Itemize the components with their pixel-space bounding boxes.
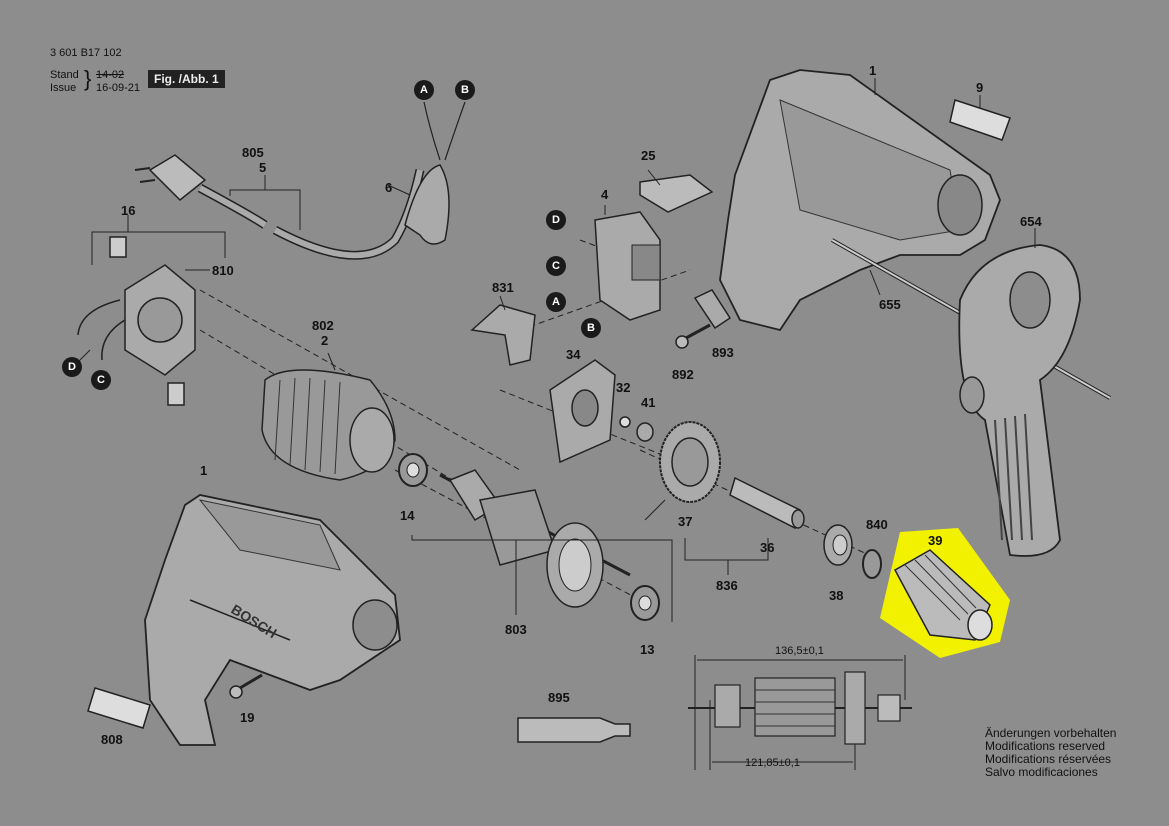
part-label-655: 655 <box>879 297 901 312</box>
part-label-840: 840 <box>866 517 888 532</box>
dimension-top: 136,5±0,1 <box>775 645 824 657</box>
doc-number: 3 601 B17 102 <box>50 47 122 59</box>
part-label-6: 6 <box>385 180 393 195</box>
figure-label: Fig. /Abb. 1 <box>148 70 225 88</box>
stand-date: 14-02 <box>96 69 125 81</box>
bubble-d-brush: D <box>62 357 82 377</box>
bearing-plate <box>549 359 616 464</box>
drill-chuck-highlighted[interactable] <box>880 528 1010 658</box>
housing-half-top <box>719 69 1001 332</box>
part-label-25: 25 <box>641 148 656 163</box>
modification-notes: Änderungen vorbehalten Modifications res… <box>985 727 1116 779</box>
part-label-654: 654 <box>1020 214 1042 229</box>
note-fr: Modifications réservées <box>985 752 1112 766</box>
part-label-14: 14 <box>400 508 415 523</box>
brush-holder <box>77 236 196 406</box>
part-label-39: 39 <box>928 533 943 548</box>
part-25 <box>639 174 714 213</box>
bubble-b-top: B <box>455 80 475 100</box>
part-label-831: 831 <box>492 280 514 295</box>
housing-half-bottom <box>144 494 401 746</box>
note-es: Salvo modificaciones <box>985 765 1098 779</box>
part-label-810: 810 <box>212 263 234 278</box>
brace: } <box>84 66 92 91</box>
part-label-9: 9 <box>976 80 984 95</box>
auxiliary-handle <box>958 244 1081 557</box>
part-label-34: 34 <box>566 347 581 362</box>
part-32 <box>619 416 631 428</box>
issue-date: 16-09-21 <box>96 82 141 94</box>
part-label-16: 16 <box>121 203 136 218</box>
grease-tube <box>517 717 631 743</box>
part-label-38: 38 <box>829 588 844 603</box>
armature-dimension-drawing <box>688 655 912 770</box>
bubble-c-switch: C <box>546 256 566 276</box>
stand-label: Stand <box>50 69 79 81</box>
spindle <box>729 476 805 530</box>
part-label-892: 892 <box>672 367 694 382</box>
note-en: Modifications reserved <box>985 739 1106 753</box>
switch <box>594 211 661 321</box>
part-label-5: 5 <box>259 160 267 175</box>
armature <box>439 469 631 608</box>
part-label-808: 808 <box>101 732 123 747</box>
dimension-bottom: 121,85±0,1 <box>745 757 800 769</box>
part-label-805: 805 <box>242 145 264 160</box>
part-label-32: 32 <box>616 380 631 395</box>
note-de: Änderungen vorbehalten <box>985 726 1117 740</box>
washer-840 <box>862 549 882 579</box>
part-41 <box>636 422 654 442</box>
label-9 <box>949 99 1011 141</box>
part-label-13: 13 <box>640 642 655 657</box>
issue-label: Issue <box>50 82 77 94</box>
part-label-895: 895 <box>548 690 570 705</box>
leader-lines <box>77 78 1036 622</box>
bubble-c-brush: C <box>91 370 111 390</box>
bubble-b-switch: B <box>581 318 601 338</box>
part-label-37: 37 <box>678 514 693 529</box>
bubble-d-switch: D <box>546 210 566 230</box>
part-label-36: 36 <box>760 540 775 555</box>
part-label-41: 41 <box>641 395 656 410</box>
part-label-4: 4 <box>601 187 609 202</box>
part-label-1-bottom: 1 <box>200 463 208 478</box>
screw-892 <box>675 323 711 349</box>
ratchet-38 <box>823 524 853 566</box>
power-cord <box>134 101 466 260</box>
air-guide <box>470 304 536 366</box>
label-808 <box>87 687 151 729</box>
screw-19 <box>229 673 263 699</box>
part-label-2: 2 <box>321 333 329 348</box>
bearing-14 <box>398 453 428 487</box>
part-893 <box>693 289 732 330</box>
part-label-802: 802 <box>312 318 334 333</box>
part-label-803: 803 <box>505 622 527 637</box>
part-label-836: 836 <box>716 578 738 593</box>
part-label-19: 19 <box>240 710 255 725</box>
field-stator <box>261 369 396 481</box>
part-label-1-top: 1 <box>869 63 877 78</box>
gear <box>659 421 721 503</box>
bubble-a-top: A <box>414 80 434 100</box>
bubble-a-switch: A <box>546 292 566 312</box>
part-label-893: 893 <box>712 345 734 360</box>
bearing-13 <box>630 585 660 621</box>
